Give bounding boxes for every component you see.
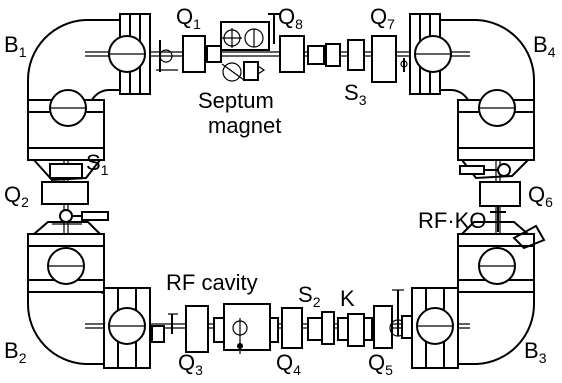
quadrupole-q6 (479, 181, 521, 207)
bending-magnet-b4 (409, 13, 536, 180)
label-rf-cavity: RF cavity (166, 270, 258, 295)
sextupole-s2 (307, 311, 335, 345)
label-b2: B2 (4, 338, 27, 366)
label-q4: Q4 (276, 350, 301, 378)
label-septum-line2: magnet (208, 113, 281, 138)
kicker-k (337, 313, 373, 347)
bottom-right-flange (389, 289, 413, 339)
sextupole-s3 (347, 39, 365, 71)
label-q2: Q2 (4, 182, 29, 210)
label-q7: Q7 (370, 4, 395, 32)
label-q8: Q8 (278, 4, 303, 32)
label-s1: S1 (86, 150, 109, 178)
quadrupole-q7 (371, 35, 397, 83)
rf-knockout (490, 206, 546, 250)
label-q1: Q1 (176, 4, 201, 32)
bottom-left-flange (151, 313, 178, 343)
septum-magnet (206, 13, 280, 82)
label-q6: Q6 (528, 182, 553, 210)
top-right-flange (400, 58, 408, 72)
label-septum-line1: Septum (198, 88, 274, 113)
label-b3: B3 (524, 338, 547, 366)
top-left-flange (156, 40, 178, 72)
quadrupole-q5 (373, 305, 393, 349)
quadrupole-q8 (279, 35, 305, 73)
label-s2: S2 (298, 282, 321, 310)
label-b4: B4 (533, 32, 556, 60)
right-monitor (459, 163, 511, 177)
quadrupole-q2 (41, 181, 89, 205)
bending-magnet-b1 (26, 13, 151, 182)
label-k: K (340, 286, 355, 311)
label-q3: Q3 (178, 350, 203, 378)
quadrupole-q3 (185, 305, 209, 353)
label-q5: Q5 (368, 350, 393, 378)
sextupole-s1 (49, 163, 83, 179)
rf-cavity (213, 303, 279, 354)
label-rf-ko: RF·KO (418, 208, 486, 233)
quadrupole-q1 (182, 35, 206, 73)
quadrupole-q4 (281, 307, 303, 349)
left-monitor (52, 209, 109, 225)
bending-magnet-b2 (26, 221, 151, 369)
top-small-elements (307, 43, 341, 67)
label-b1: B1 (4, 32, 27, 60)
bending-magnet-b3 (411, 221, 536, 369)
label-s3: S3 (344, 80, 367, 108)
